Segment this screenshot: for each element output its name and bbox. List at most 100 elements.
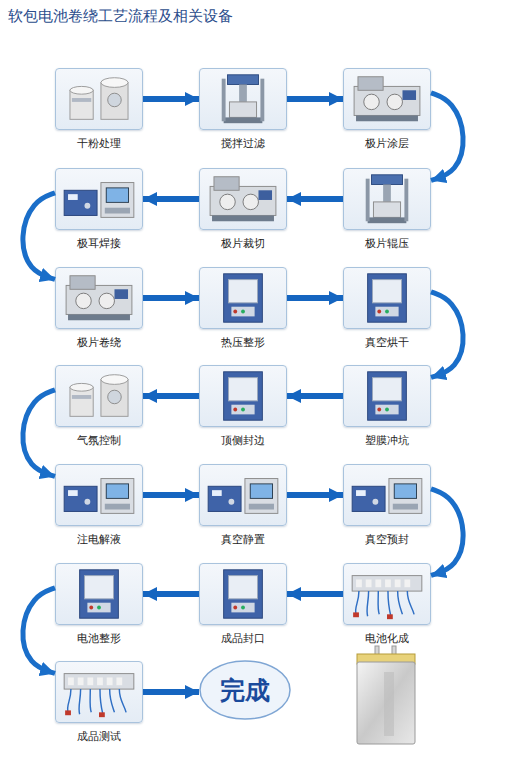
process-box: 真空烘干 — [343, 267, 431, 329]
step-label: 真空静置 — [170, 533, 316, 546]
turn-arrow — [23, 588, 55, 674]
step-label: 塑膜冲坑 — [314, 434, 460, 447]
equipment-picture — [344, 169, 430, 229]
process-box: 塑膜冲坑 — [343, 365, 431, 427]
flow-arrow — [287, 295, 343, 301]
flow-arrow — [287, 196, 343, 202]
equipment-illustration — [368, 372, 407, 420]
process-box: 成品封口 — [199, 563, 287, 625]
flow-arrow — [143, 295, 199, 301]
equipment-illustration — [70, 78, 128, 120]
equipment-picture — [344, 564, 430, 624]
flow-arrow — [287, 393, 343, 399]
turn-arrow — [23, 193, 55, 280]
equipment-picture — [56, 662, 142, 722]
flow-arrow — [287, 591, 343, 597]
step-label: 气氛控制 — [26, 434, 172, 447]
equipment-picture — [56, 268, 142, 328]
flow-arrow — [143, 96, 199, 102]
equipment-illustration — [354, 77, 420, 122]
process-box: 极片卷绕 — [55, 267, 143, 329]
process-box: 注电解液 — [55, 464, 143, 526]
equipment-picture — [56, 465, 142, 525]
title-rule — [6, 30, 492, 32]
equipment-illustration — [366, 175, 409, 223]
process-box: 电池整形 — [55, 563, 143, 625]
step-label: 干粉处理 — [26, 137, 172, 150]
equipment-picture — [200, 465, 286, 525]
process-box: 极片裁切 — [199, 168, 287, 230]
equipment-illustration — [80, 570, 119, 618]
step-label: 注电解液 — [26, 533, 172, 546]
equipment-illustration — [224, 570, 263, 618]
turn-arrow — [431, 489, 463, 576]
process-box: 搅拌过滤 — [199, 68, 287, 130]
equipment-picture — [344, 268, 430, 328]
step-label: 极片卷绕 — [26, 336, 172, 349]
step-label: 搅拌过滤 — [170, 137, 316, 150]
equipment-picture — [344, 366, 430, 426]
step-label: 极片涂层 — [314, 137, 460, 150]
process-box: 真空静置 — [199, 464, 287, 526]
step-label: 成品测试 — [26, 730, 172, 743]
equipment-illustration — [352, 479, 422, 514]
process-box: 顶侧封边 — [199, 365, 287, 427]
equipment-illustration — [208, 479, 278, 514]
process-box: 成品测试 — [55, 661, 143, 723]
equipment-picture — [344, 69, 430, 129]
flow-arrow — [143, 393, 199, 399]
equipment-illustration — [64, 479, 134, 514]
equipment-illustration — [66, 276, 132, 321]
equipment-illustration — [368, 274, 407, 322]
process-box: 气氛控制 — [55, 365, 143, 427]
step-label: 真空预封 — [314, 533, 460, 546]
step-label: 电池化成 — [314, 632, 460, 645]
process-box: 极片涂层 — [343, 68, 431, 130]
flow-arrow — [143, 591, 199, 597]
step-label: 热压整形 — [170, 336, 316, 349]
step-label: 电池整形 — [26, 632, 172, 645]
process-box: 干粉处理 — [55, 68, 143, 130]
step-label: 极片辊压 — [314, 237, 460, 250]
end-label: 完成 — [199, 660, 291, 720]
flow-arrow — [287, 492, 343, 498]
process-box: 热压整形 — [199, 267, 287, 329]
flow-arrow — [143, 196, 199, 202]
turn-arrow — [23, 390, 55, 477]
equipment-picture — [200, 69, 286, 129]
equipment-picture — [56, 366, 142, 426]
equipment-picture — [200, 366, 286, 426]
flow-arrow — [287, 96, 343, 102]
equipment-picture — [56, 169, 142, 229]
equipment-picture — [200, 564, 286, 624]
end-ellipse: 完成 — [199, 660, 291, 720]
equipment-picture — [200, 169, 286, 229]
step-label: 顶侧封边 — [170, 434, 316, 447]
equipment-illustration — [70, 375, 128, 417]
end-ellipse-shape — [200, 661, 290, 719]
turn-arrow — [431, 93, 463, 181]
flow-arrow — [143, 689, 199, 695]
process-box: 电池化成 — [343, 563, 431, 625]
equipment-illustration — [222, 75, 265, 123]
step-label: 真空烘干 — [314, 336, 460, 349]
flow-arrow — [143, 492, 199, 498]
turn-arrow — [431, 292, 463, 378]
step-label: 极耳焊接 — [26, 237, 172, 250]
process-box: 真空预封 — [343, 464, 431, 526]
equipment-picture — [56, 564, 142, 624]
step-label: 成品封口 — [170, 632, 316, 645]
process-box: 极片辊压 — [343, 168, 431, 230]
equipment-illustration — [224, 372, 263, 420]
equipment-picture — [56, 69, 142, 129]
equipment-illustration — [210, 177, 276, 222]
diagram-title: 软包电池卷绕工艺流程及相关设备 — [8, 7, 233, 26]
equipment-illustration — [224, 274, 263, 322]
equipment-picture — [200, 268, 286, 328]
step-label: 极片裁切 — [170, 237, 316, 250]
equipment-illustration — [64, 674, 134, 718]
process-box: 极耳焊接 — [55, 168, 143, 230]
equipment-picture — [344, 465, 430, 525]
equipment-illustration — [352, 576, 422, 620]
battery-illustration — [357, 646, 415, 744]
